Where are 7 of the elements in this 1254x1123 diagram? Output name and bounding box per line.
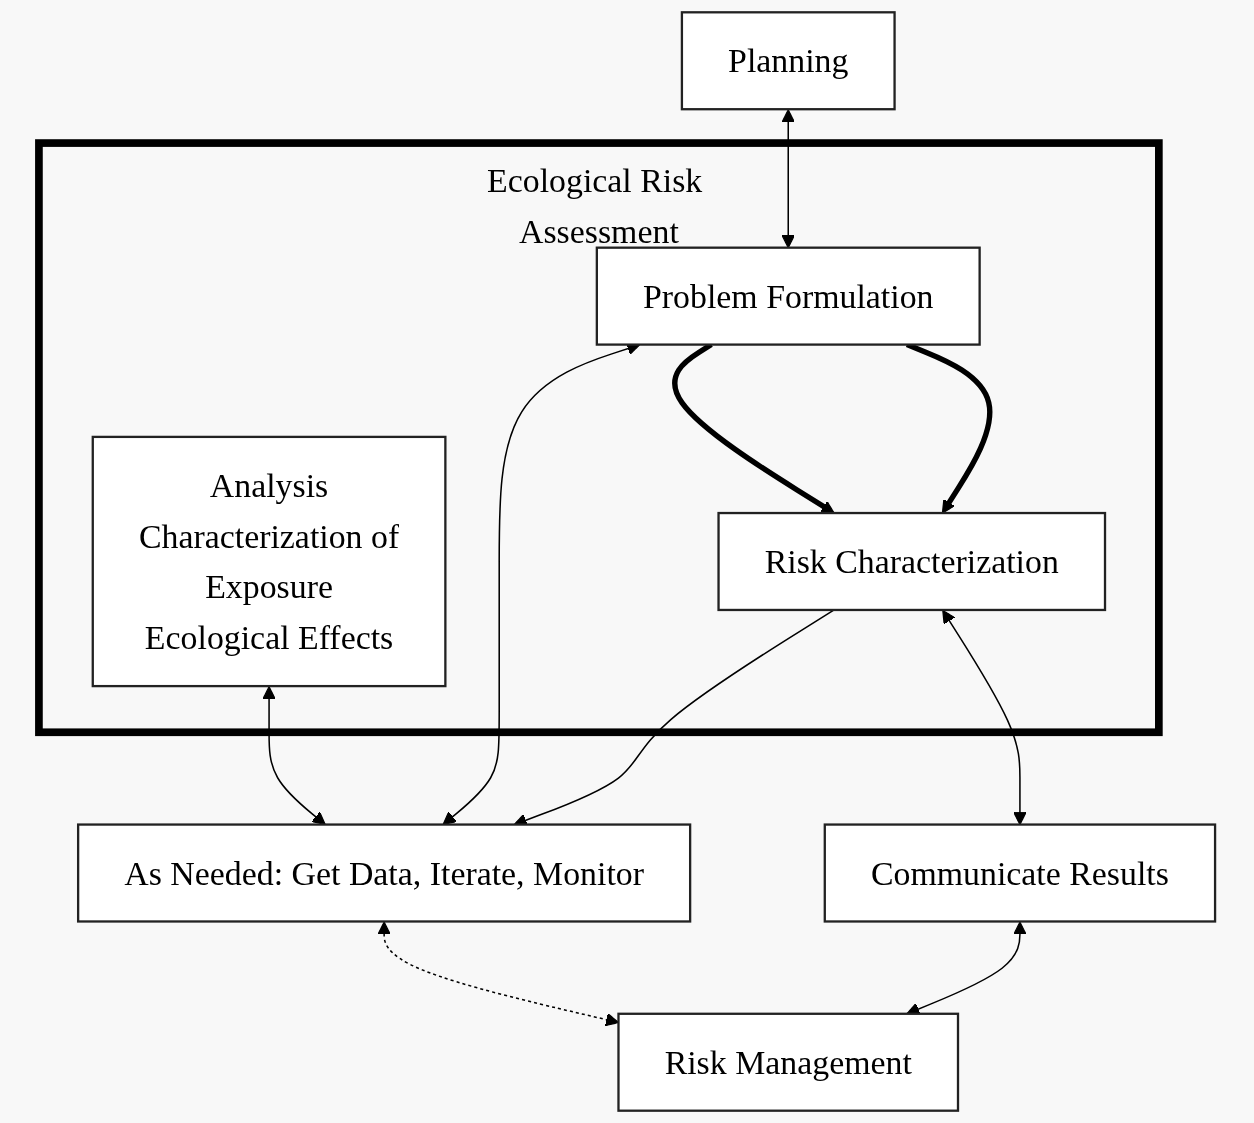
node-box: Analysis Characterization of Exposure Ecological Effects	[91, 435, 447, 688]
node-box: Communicate Results	[823, 823, 1217, 923]
node-box: Problem Formulation	[595, 246, 981, 346]
node-box: As Needed: Get Data, Iterate, Monitor	[77, 823, 692, 923]
node-box: Planning	[680, 11, 896, 111]
node-box: Risk Management	[617, 1012, 960, 1112]
node-box: Risk Characterization	[717, 511, 1107, 612]
